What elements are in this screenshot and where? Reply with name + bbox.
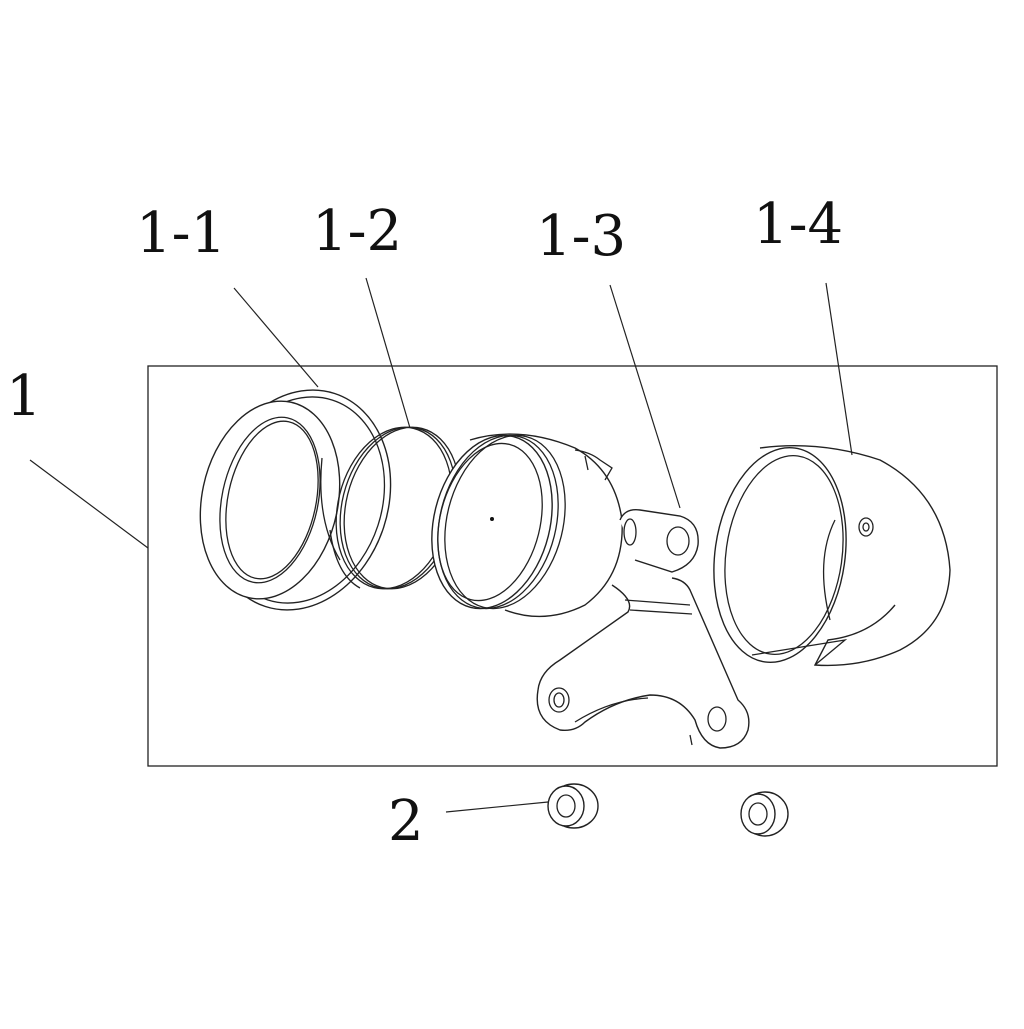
label-ring: 1-2 [312,199,402,264]
bezel-part [199,389,392,611]
leader-grommet [445,801,549,813]
grommet-left [547,783,599,829]
label-bezel: 1-1 [136,201,226,266]
cover-part [713,445,951,667]
label-assembly: 1 [6,364,42,429]
leader-ring [365,277,411,429]
leader-cover [825,282,853,456]
label-cover: 1-4 [753,192,843,257]
leader-assembly [29,459,149,549]
label-housing: 1-3 [536,204,626,269]
leader-housing [609,284,681,509]
assembly-frame [147,365,998,767]
label-grommet: 2 [388,789,424,854]
housing-part [431,433,750,749]
leader-bezel [233,287,319,388]
grommet-right [740,791,789,837]
